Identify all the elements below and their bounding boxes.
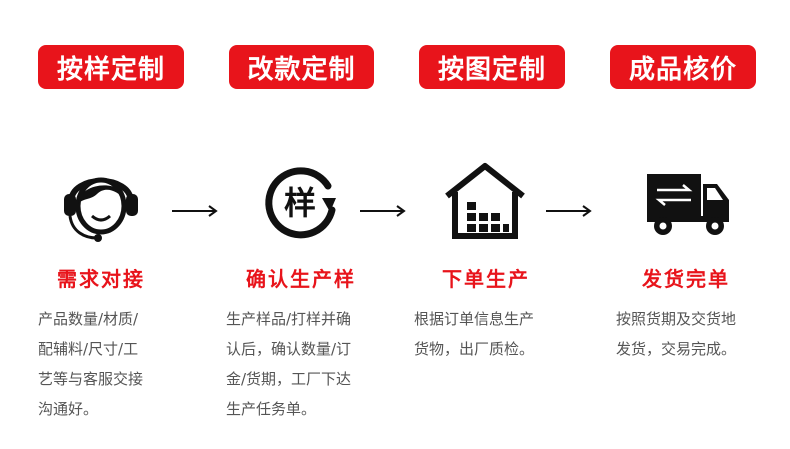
step-desc-confirm-sample: 生产样品/打样并确 认后，确认数量/订 金/货期，工厂下达 生产任务单。 — [226, 310, 352, 418]
step-title-requirements: 需求对接 — [57, 267, 145, 291]
headset-agent-icon — [64, 177, 138, 242]
factory-warehouse-icon — [445, 163, 525, 239]
step-desc-requirements: 产品数量/材质/ 配辅料/尺寸/工 艺等与客服交接 沟通好。 — [38, 310, 144, 418]
badge-modify-custom: 改款定制 — [229, 45, 374, 89]
badge-product-pricing: 成品核价 — [610, 45, 756, 89]
badge-drawing-custom: 按图定制 — [419, 45, 565, 89]
step-title-delivery: 发货完单 — [642, 267, 730, 291]
arrow-right-icon — [360, 205, 406, 217]
arrow-right-icon — [172, 205, 218, 217]
step-desc-delivery: 按照货期及交货地 发货，交易完成。 — [616, 310, 737, 358]
sample-cycle-icon: 样 — [265, 167, 336, 239]
sample-icon-text: 样 — [284, 184, 316, 222]
step-desc-production: 根据订单信息生产 货物，出厂质检。 — [414, 310, 535, 358]
badge-sample-custom: 按样定制 — [38, 45, 184, 89]
step-title-production: 下单生产 — [442, 267, 530, 291]
delivery-truck-icon — [647, 174, 729, 235]
step-title-confirm-sample: 确认生产样 — [246, 267, 356, 291]
arrow-right-icon — [546, 205, 592, 217]
